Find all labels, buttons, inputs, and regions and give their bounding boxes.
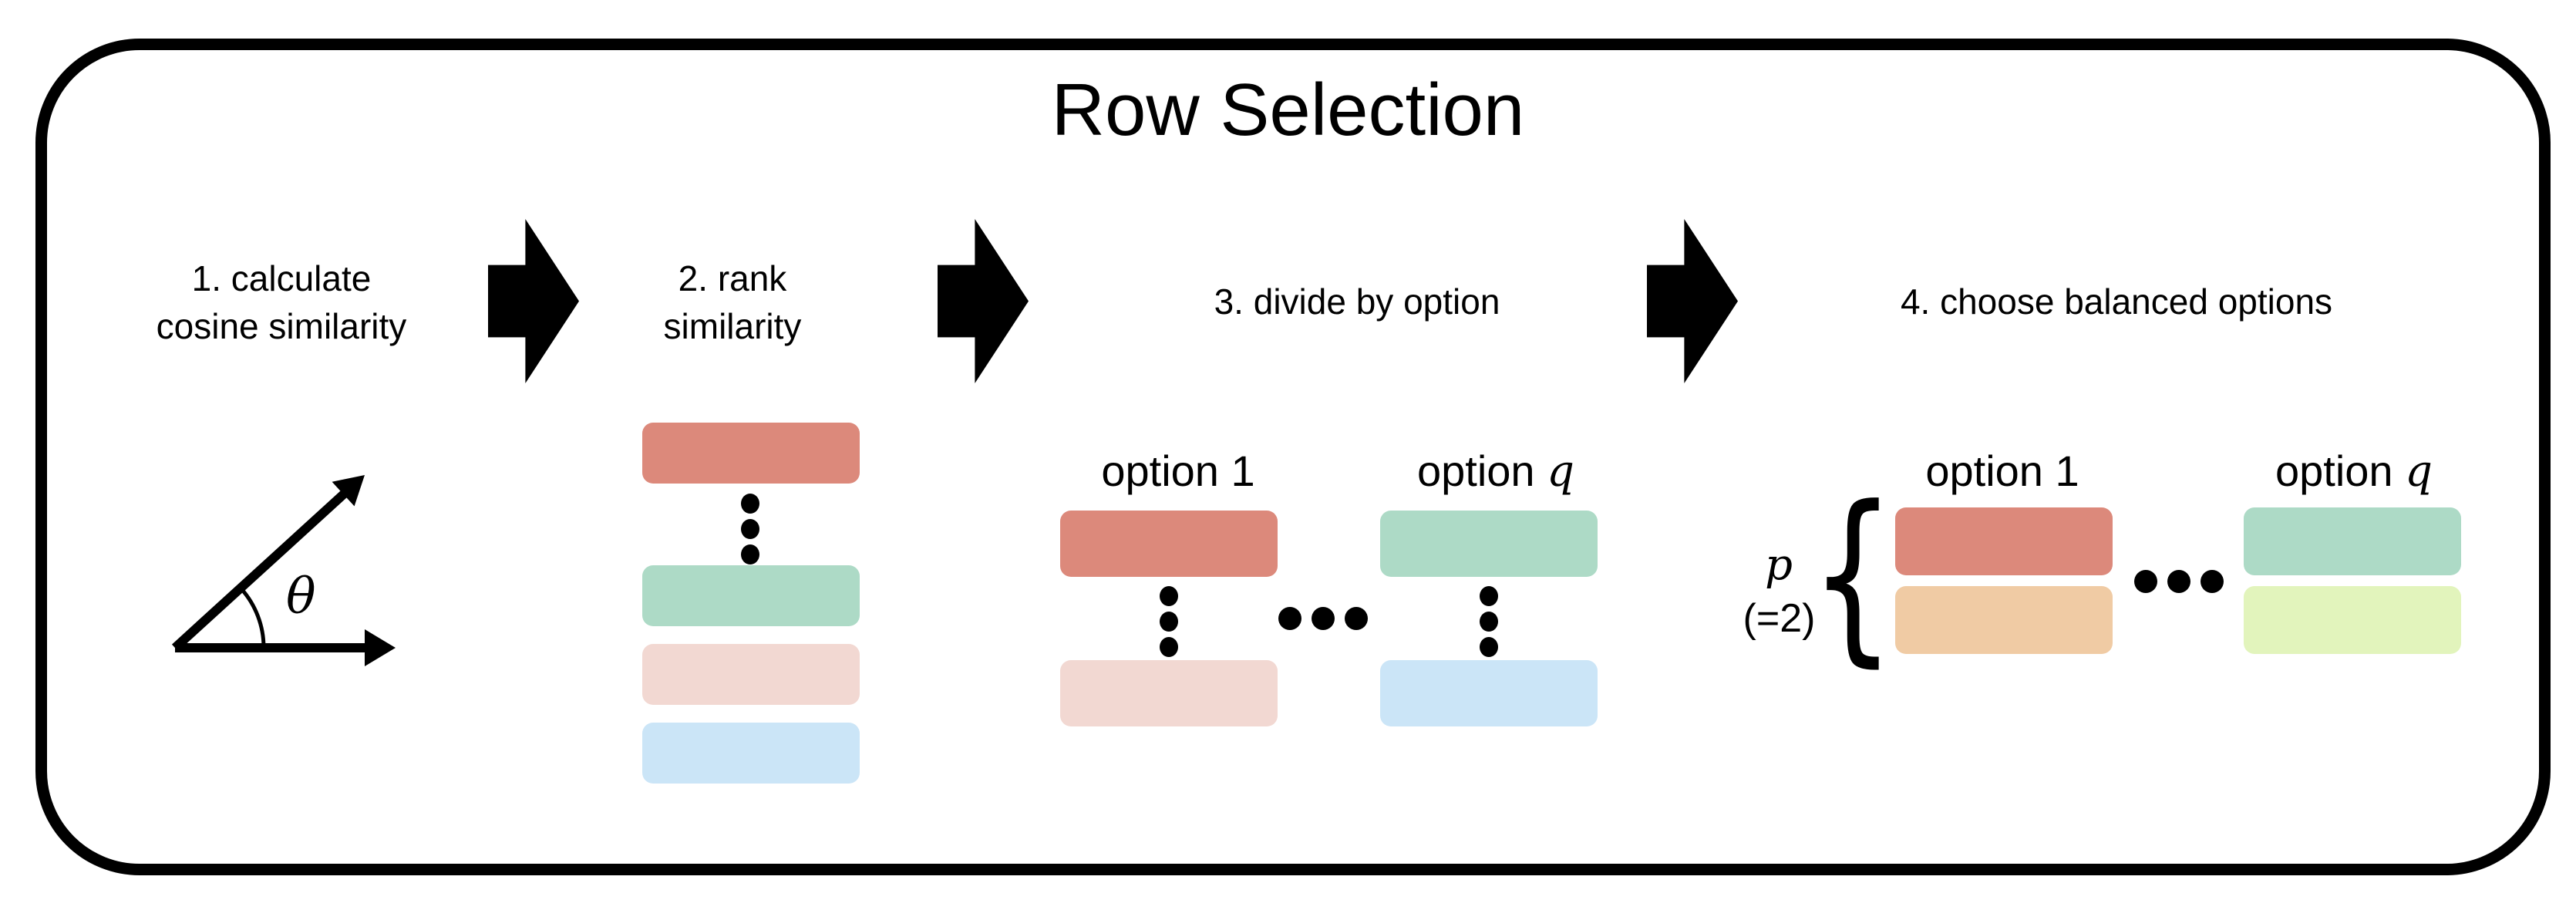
step4-option1-label: option 1 [1887,446,2118,497]
step4-optionq-label: option q [2238,446,2470,497]
dot [2167,570,2190,593]
ranked-row-2 [642,565,860,626]
step4-optionq-chosen-row-2 [2244,586,2461,654]
step3-optionq-label: option q [1380,446,1611,497]
diagram-border-frame [35,39,2551,875]
step4-label: 4. choose balanced options [1900,281,2333,322]
vector-diagonal-arrowhead-icon [332,475,365,507]
dot [741,519,759,539]
step3-option1-top-row [1060,511,1278,577]
step1-label-line2: cosine similarity [156,306,407,346]
option-label-prefix: option [1101,447,1219,495]
cosine-angle-figure: θ [171,475,396,666]
option-label-prefix: option [1417,447,1535,495]
dot [1160,586,1178,606]
step4-optionq-chosen-row-1 [2244,507,2461,575]
option-label-prefix: option [2275,447,2393,495]
dot [1480,586,1498,606]
option-label-prefix: option [1925,447,2043,495]
diagram-title: Row Selection [1051,69,1525,151]
step2-label: 2. rank similarity [617,254,848,350]
p-value-label: (=2) [1743,596,1816,641]
option-label-number: 1 [2055,447,2079,495]
step3-label: 3. divide by option [1214,281,1500,322]
dot [2134,570,2157,593]
step2-label-line1: 2. rank [678,258,787,298]
step2-label-line2: similarity [663,306,802,346]
step3-optionq-bottom-row [1380,660,1598,726]
step4-option1-chosen-row-1 [1895,507,2113,575]
ranked-row-1 [642,423,860,484]
horizontal-ellipsis-dots [2134,570,2224,593]
vertical-ellipsis-dots [1480,586,1498,657]
dot [741,544,759,565]
dot [1480,612,1498,632]
step1-label-line1: 1. calculate [191,258,372,298]
vector-diagonal-line [171,487,352,652]
option-label-q-variable: q [2405,447,2433,497]
p-variable-label: p [1765,540,1793,590]
dot [741,494,759,514]
option-label-number: 1 [1231,447,1255,495]
dot [1312,607,1335,630]
dot [1160,612,1178,632]
dot [1160,637,1178,657]
angle-arc [239,587,266,649]
step3-optionq-top-row [1380,511,1598,577]
ranked-row-3 [642,644,860,705]
dot [1345,607,1368,630]
left-curly-brace: { [1810,467,1896,684]
vector-horizontal-arrowhead-icon [365,629,396,666]
step4-option1-chosen-row-2 [1895,586,2113,654]
dot [1480,637,1498,657]
vertical-ellipsis-dots [741,494,759,565]
theta-symbol: θ [286,568,316,625]
horizontal-ellipsis-dots [1278,607,1368,630]
vertical-ellipsis-dots [1160,586,1178,657]
dot [2201,570,2224,593]
step1-label: 1. calculate cosine similarity [93,254,470,350]
step3-option1-label: option 1 [1062,446,1294,497]
option-label-q-variable: q [1547,447,1574,497]
ranked-row-4 [642,723,860,784]
step3-option1-bottom-row [1060,660,1278,726]
dot [1278,607,1301,630]
